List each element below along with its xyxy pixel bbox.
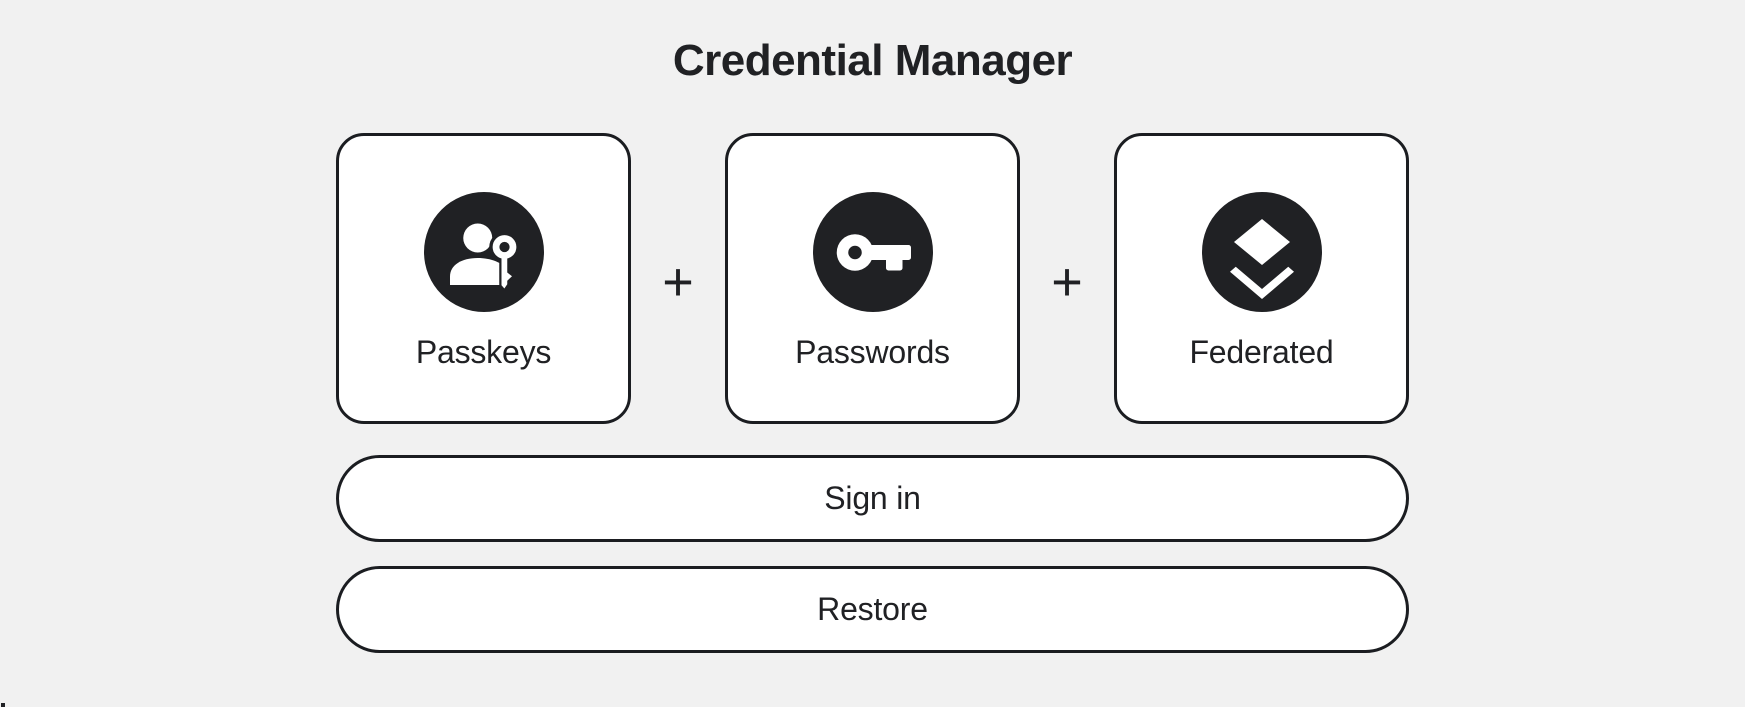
restore-button[interactable]: Restore xyxy=(336,566,1409,653)
passwords-card: Passwords xyxy=(725,133,1020,424)
password-key-icon xyxy=(812,192,933,312)
credential-types-row: Passkeys + Passwords + xyxy=(336,133,1409,424)
passkeys-card: Passkeys xyxy=(336,133,631,424)
passkeys-label: Passkeys xyxy=(415,334,552,370)
federated-label: Federated xyxy=(1189,334,1334,370)
sign-in-button[interactable]: Sign in xyxy=(336,455,1409,542)
plus-separator-2: + xyxy=(1051,251,1083,312)
federated-layers-icon xyxy=(1201,192,1322,312)
federated-card: Federated xyxy=(1114,133,1409,424)
bottom-left-artifact xyxy=(1,703,5,707)
passkey-icon xyxy=(423,192,544,312)
page-title: Credential Manager xyxy=(672,36,1073,85)
plus-separator-1: + xyxy=(662,251,694,312)
passwords-label: Passwords xyxy=(795,334,950,370)
